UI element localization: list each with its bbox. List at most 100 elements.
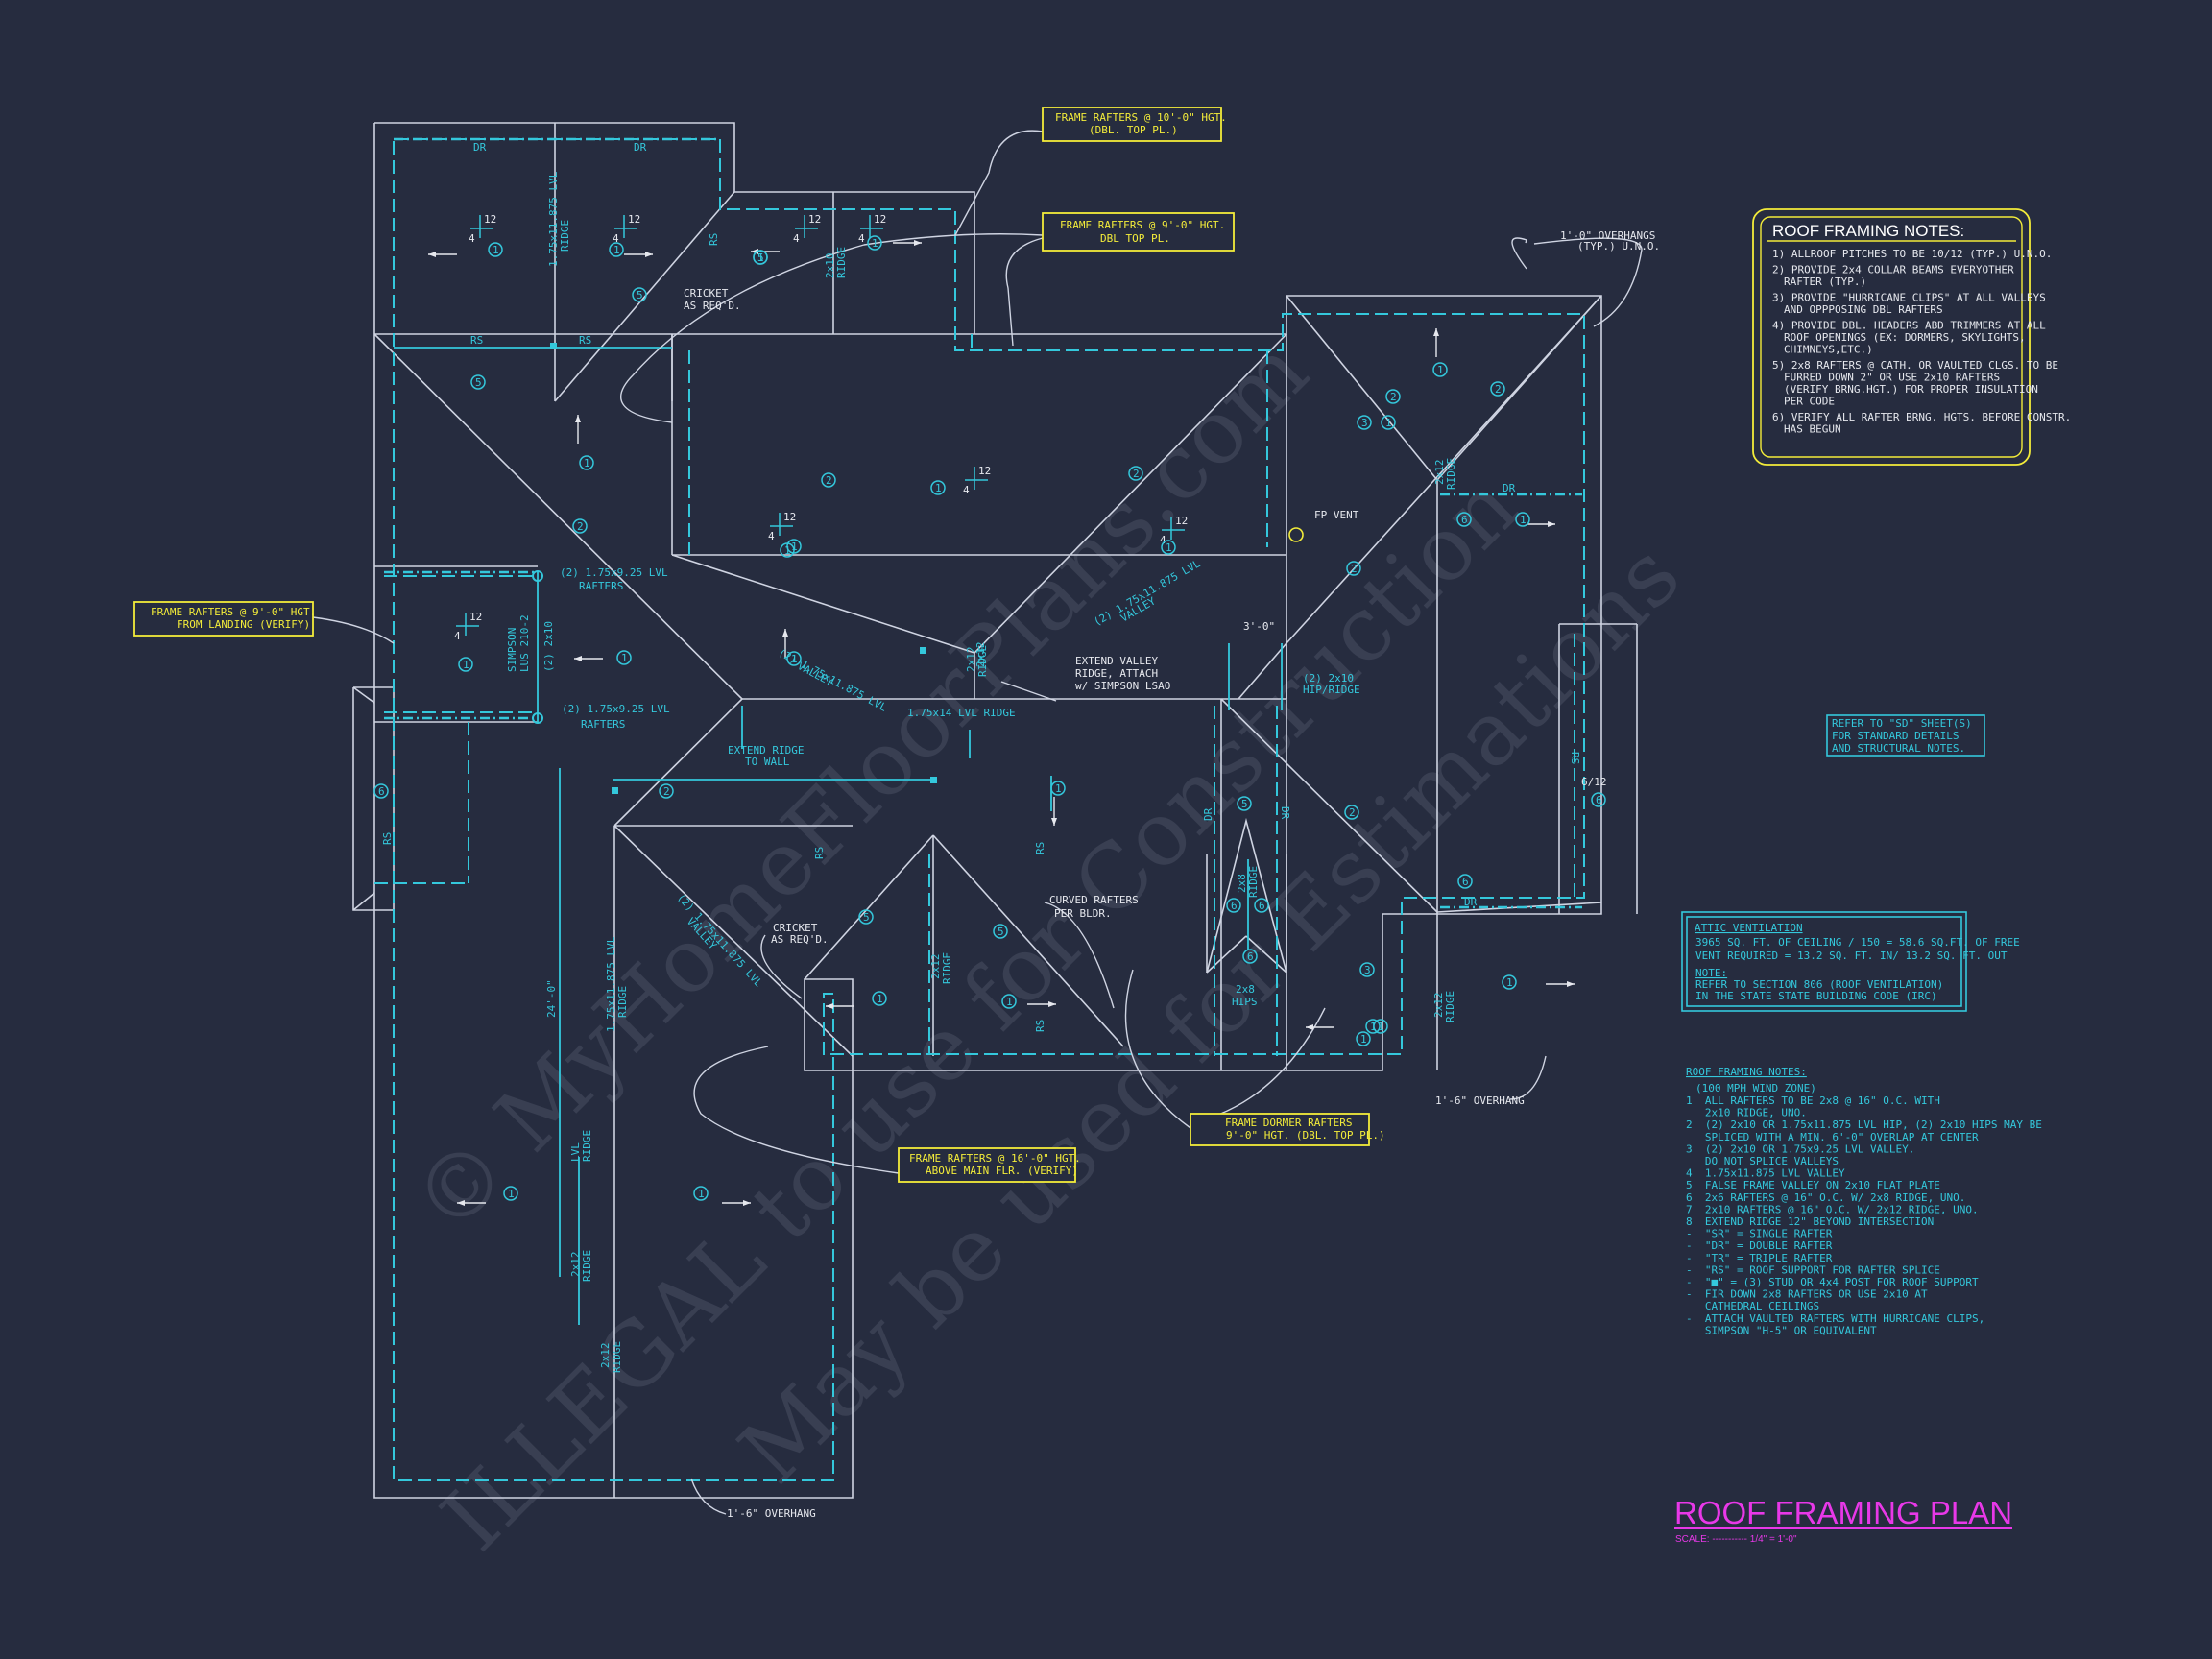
rafter-tag-1: 1 <box>1373 1019 1388 1034</box>
svg-text:6: 6 <box>378 785 385 798</box>
arrowhead <box>1306 1024 1313 1030</box>
notes-box-line: AND OPPPOSING DBL RAFTERS <box>1784 303 1943 316</box>
notes-box-line: 4) PROVIDE DBL. HEADERS ABD TRIMMERS AT … <box>1772 320 2046 332</box>
arrowhead <box>1051 818 1057 826</box>
arrowhead <box>826 1003 833 1009</box>
svg-text:5: 5 <box>863 911 870 924</box>
fp-vent-icon <box>1288 527 1304 542</box>
label-simpson-1: SIMPSON <box>506 628 518 672</box>
svg-text:5: 5 <box>757 252 764 264</box>
legend-line: 6 2x6 RAFTERS @ 16" O.C. W/ 2x8 RIDGE, U… <box>1686 1191 1965 1204</box>
legend-line: 8 EXTEND RIDGE 12" BEYOND INTERSECTION <box>1686 1215 1934 1228</box>
rafter-tag-1: 1 <box>1515 512 1530 527</box>
label-2x12-ridge-e: 2x12 <box>929 954 942 980</box>
label-hips-2: HIPS <box>1232 996 1258 1008</box>
rafter-tag-1: 1 <box>609 242 624 257</box>
notes-box-line: CHIMNEYS,ETC.) <box>1784 344 1873 356</box>
label-lvl-ridge-lower-b: RIDGE <box>581 1130 593 1162</box>
label-rs-4: RS <box>381 832 394 845</box>
rafter-tag-1: 1 <box>488 242 503 257</box>
svg-text:FRAME RAFTERS @ 16'-0" HGT.: FRAME RAFTERS @ 16'-0" HGT. <box>909 1152 1081 1165</box>
rafter-tag-5: 5 <box>632 287 647 302</box>
callout-rafters-16ft: FRAME RAFTERS @ 16'-0" HGT. ABOVE MAIN F… <box>898 1147 1081 1183</box>
rafter-tag-6: 6 <box>1226 898 1241 913</box>
svg-text:5: 5 <box>998 926 1004 938</box>
label-rs-6: RS <box>1034 842 1046 854</box>
arrowhead <box>428 252 436 257</box>
svg-text:2: 2 <box>1133 468 1140 480</box>
label-2x8-ridge-b: RIDGE <box>1247 866 1260 898</box>
label-rs-8: RS <box>1569 752 1581 764</box>
label-extend-valley-3: w/ SIMPSON LSAO <box>1075 680 1170 692</box>
notes-box-line: FURRED DOWN 2" OR USE 2x10 RAFTERS <box>1784 372 2000 384</box>
label-cricket-1b: AS REQ'D. <box>684 300 741 312</box>
legend-line: DO NOT SPLICE VALLEYS <box>1686 1155 1839 1167</box>
label-overhang-a: 1'-6" OVERHANG <box>1435 1094 1525 1107</box>
svg-text:5: 5 <box>1241 798 1248 810</box>
legend-line: SIMPSON "H-5" OR EQUIVALENT <box>1686 1324 1877 1336</box>
svg-text:REFER TO "SD" SHEET(S): REFER TO "SD" SHEET(S) <box>1832 717 1972 730</box>
rafter-tag-1: 1 <box>786 539 802 554</box>
rafter-tag-2: 2 <box>1490 381 1505 397</box>
svg-text:1: 1 <box>791 653 798 665</box>
label-simpson-2: LUS 210-2 <box>518 614 531 672</box>
callout-rafters-9ft: FRAME RAFTERS @ 9'-0" HGT. DBL TOP PL. <box>1042 212 1235 252</box>
svg-text:4: 4 <box>963 484 970 496</box>
notes-box-line: 6) VERIFY ALL RAFTER BRNG. HGTS. BEFORE … <box>1772 411 2071 423</box>
svg-text:1: 1 <box>935 482 942 494</box>
label-dr-2: DR <box>634 141 647 154</box>
svg-text:2: 2 <box>1390 391 1397 403</box>
label-rs-7: RS <box>1034 1020 1046 1032</box>
svg-text:4: 4 <box>768 530 775 542</box>
rafter-tag-2: 2 <box>1385 389 1401 404</box>
svg-text:FRAME DORMER RAFTERS: FRAME DORMER RAFTERS <box>1225 1117 1352 1129</box>
svg-text:FRAME RAFTERS @ 10'-0" HGT.: FRAME RAFTERS @ 10'-0" HGT. <box>1055 111 1227 124</box>
svg-text:12: 12 <box>1175 515 1188 527</box>
svg-text:1: 1 <box>1055 782 1062 795</box>
rafter-tag-1: 1 <box>1050 781 1066 796</box>
svg-text:5: 5 <box>637 289 643 301</box>
rafter-tag-6: 6 <box>1242 949 1258 964</box>
arrowhead <box>1048 1001 1056 1007</box>
notes-box-line: HAS BEGUN <box>1784 423 1841 436</box>
label-lvl-ridge-lower-a: LVL <box>569 1142 582 1162</box>
rafter-tag-1: 1 <box>1432 362 1448 377</box>
rafter-tag-1: 1 <box>1381 415 1396 430</box>
legend-line: 2 (2) 2x10 OR 1.75x11.875 LVL HIP, (2) 2… <box>1686 1118 2042 1131</box>
legend-line: - "SR" = SINGLE RAFTER <box>1686 1228 1833 1240</box>
label-2x12-ridge-mid: 2x12 <box>974 642 987 668</box>
svg-text:12: 12 <box>874 213 886 226</box>
svg-text:6: 6 <box>1596 794 1602 806</box>
label-rs-3: RS <box>708 233 720 246</box>
framing-legend: ROOF FRAMING NOTES: (100 MPH WIND ZONE) … <box>1686 1066 2042 1336</box>
label-2x12-ridge-f: RIDGE <box>941 952 953 984</box>
label-rs-5: RS <box>813 847 826 859</box>
arrowhead <box>645 252 653 257</box>
rafter-tag-2: 2 <box>659 783 674 799</box>
legend-line: - "TR" = TRIPLE RAFTER <box>1686 1252 1833 1264</box>
svg-text:2: 2 <box>663 785 670 798</box>
notes-box-title: ROOF FRAMING NOTES: <box>1772 222 1964 240</box>
label-overhang-b: 1'-6" OVERHANG <box>727 1507 816 1520</box>
label-raft-bot-2: RAFTERS <box>581 718 625 731</box>
legend-title: ROOF FRAMING NOTES: <box>1686 1066 1807 1078</box>
label-lvl-ridge: 1.75x14 LVL RIDGE <box>907 707 1016 719</box>
notes-box-line: RAFTER (TYP.) <box>1784 276 1866 288</box>
svg-text:1: 1 <box>1506 976 1513 989</box>
svg-text:12: 12 <box>978 465 991 477</box>
label-lvl-ridge-left-b: RIDGE <box>616 986 629 1018</box>
label-lvl-ridge-top-1: 1.75x11.875 LVL <box>547 171 560 267</box>
roof-support-posts <box>532 343 1304 794</box>
svg-text:12: 12 <box>484 213 496 226</box>
label-2x10-ridge-2: RIDGE <box>835 247 848 278</box>
label-overhang-top-1: 1'-0" OVERHANGS <box>1560 229 1655 242</box>
notes-box-line: 5) 2x8 RAFTERS @ CATH. OR VAULTED CLGS. … <box>1772 359 2058 372</box>
svg-text:6: 6 <box>1259 900 1265 912</box>
svg-text:1: 1 <box>784 544 791 557</box>
plan-title-block: ROOF FRAMING PLAN SCALE: ----------- 1/4… <box>1674 1495 2012 1545</box>
rafter-tag-3: 3 <box>1359 962 1375 977</box>
roof-outline <box>352 122 1638 1499</box>
label-overhang-top-2: (TYP.) U.N.O. <box>1577 240 1660 252</box>
attic-ventilation-box: ATTIC VENTILATION 3965 SQ. FT. OF CEILIN… <box>1681 911 2020 1012</box>
